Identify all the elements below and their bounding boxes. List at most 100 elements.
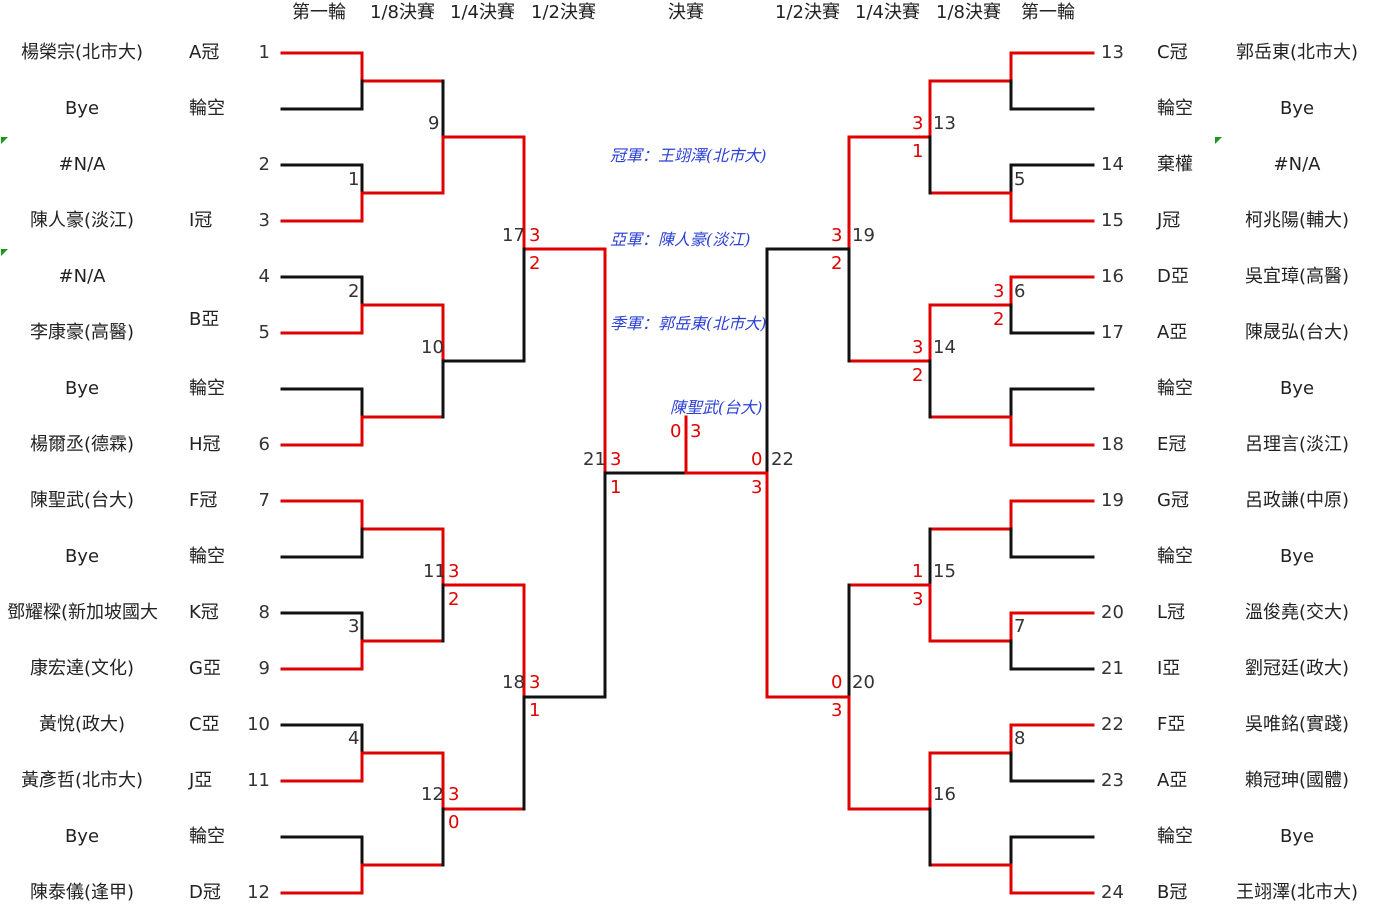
match-label: 17 [502, 225, 525, 246]
seed-label: 輪空 [189, 546, 225, 567]
header-final: 決賽 [668, 2, 704, 23]
champion-text: 冠軍：王翊澤(北市大) [610, 146, 767, 165]
line-m21-bot [603, 471, 688, 699]
match-label: 12 [421, 784, 444, 805]
match-label: 22 [771, 449, 794, 470]
line-l1 [280, 51, 445, 83]
entry-number: 18 [1101, 434, 1124, 455]
player-name: 李康豪(高醫) [29, 322, 135, 343]
score-m14-bot: 2 [912, 365, 924, 386]
entry-number: 17 [1101, 322, 1124, 343]
line-m4-a [280, 723, 364, 755]
header-round1-right: 第一輪 [1021, 2, 1075, 23]
entry-number: 7 [258, 490, 270, 511]
match-label: 1 [348, 169, 360, 190]
line-r7 [1009, 387, 1095, 419]
player-name: #N/A [58, 266, 106, 287]
seed-label: L冠 [1157, 602, 1186, 623]
entry-number: 3 [258, 210, 270, 231]
header-r16-left: 1/8決賽 [370, 2, 435, 23]
header-r16-right: 1/8決賽 [936, 2, 1001, 23]
line-m5-a [1009, 163, 1095, 195]
header-qf-right: 1/4決賽 [855, 2, 920, 23]
entry-number: 23 [1101, 770, 1124, 791]
match-label: 6 [1014, 281, 1026, 302]
line-m6-b [1009, 303, 1095, 335]
entry-number: 8 [258, 602, 270, 623]
third-place-text-1: 季軍：郭岳東(北市大) [610, 314, 767, 333]
runner-up-text: 亞軍：陳人豪(淡江) [610, 230, 751, 249]
line-l15 [280, 835, 364, 867]
score-m20-bot: 3 [831, 700, 843, 721]
player-name: Bye [1279, 378, 1315, 399]
entry-number: 2 [258, 154, 270, 175]
line-l10 [280, 527, 364, 559]
player-name: 黃彥哲(北市大) [20, 770, 144, 791]
seed-label: C冠 [1157, 42, 1188, 63]
seed-label: K冠 [189, 602, 219, 623]
line-m16-top [847, 751, 932, 811]
score-m11-lose: 2 [448, 589, 460, 610]
seed-label: 輪空 [189, 98, 225, 119]
seed-label: A亞 [1157, 322, 1188, 343]
line-m9-bot [441, 135, 526, 195]
score-m22-top: 0 [751, 449, 763, 470]
seed-label: 棄權 [1157, 154, 1193, 175]
seed-label: 輪空 [1157, 546, 1193, 567]
entry-number: 10 [247, 714, 270, 735]
match-label: 11 [423, 561, 446, 582]
line-m2-a [280, 275, 364, 307]
player-name: 吳唯銘(實踐) [1244, 714, 1350, 735]
player-name: 呂政謙(中原) [1244, 490, 1350, 511]
line-m8-a [928, 723, 1095, 755]
line-m3-a [280, 611, 364, 643]
seed-label: 輪空 [189, 378, 225, 399]
line-r8 [928, 415, 1095, 447]
line-m15-bot [847, 583, 932, 643]
player-name: 陳泰儀(逢甲) [29, 882, 135, 903]
score-m19-bot: 2 [831, 253, 843, 274]
entry-number: 21 [1101, 658, 1124, 679]
player-name: 溫俊堯(交大) [1244, 602, 1350, 623]
entry-number: 1 [258, 42, 270, 63]
score-m6-top: 3 [993, 281, 1005, 302]
player-name: Bye [64, 98, 100, 119]
line-r16 [928, 863, 1095, 895]
line-r2 [1009, 79, 1095, 111]
results-box: 冠軍：王翊澤(北市大) 亞軍：陳人豪(淡江) 季軍：郭岳東(北市大) 陳聖武(台… [610, 86, 767, 478]
player-name: Bye [1279, 546, 1315, 567]
score-m14-top: 3 [912, 337, 924, 358]
score-m11-win: 3 [448, 561, 460, 582]
header-sf-left: 1/2決賽 [531, 2, 596, 23]
seed-label: B冠 [1157, 882, 1188, 903]
player-name: Bye [64, 826, 100, 847]
match-label: 8 [1014, 728, 1026, 749]
player-name: 康宏達(文化) [29, 658, 135, 679]
entry-number: 19 [1101, 490, 1124, 511]
score-final-left: 0 [670, 421, 682, 442]
score-m18-lose: 1 [529, 700, 541, 721]
line-m4-b [280, 751, 445, 783]
line-m8-b [1009, 751, 1095, 783]
entry-number: 14 [1101, 154, 1124, 175]
player-name: 呂理言(淡江) [1244, 434, 1350, 455]
match-label: 13 [933, 113, 956, 134]
header-sf-right: 1/2決賽 [775, 2, 840, 23]
match-label: 7 [1014, 616, 1026, 637]
score-m15-bot: 3 [912, 589, 924, 610]
line-l7 [280, 387, 364, 419]
player-name: #N/A [58, 154, 106, 175]
seed-label: F冠 [189, 490, 218, 511]
seed-label: I亞 [1157, 658, 1181, 679]
entry-number: 24 [1101, 882, 1124, 903]
third-place-text-2: 陳聖武(台大) [670, 398, 763, 417]
seed-label: I冠 [189, 210, 213, 231]
player-name: #N/A [1273, 154, 1321, 175]
entry-number: 22 [1101, 714, 1124, 735]
entry-number: 4 [258, 266, 270, 287]
line-r10 [1009, 527, 1095, 559]
seed-label: 輪空 [1157, 378, 1193, 399]
line-m7-b [1009, 639, 1095, 671]
match-label: 20 [852, 672, 875, 693]
